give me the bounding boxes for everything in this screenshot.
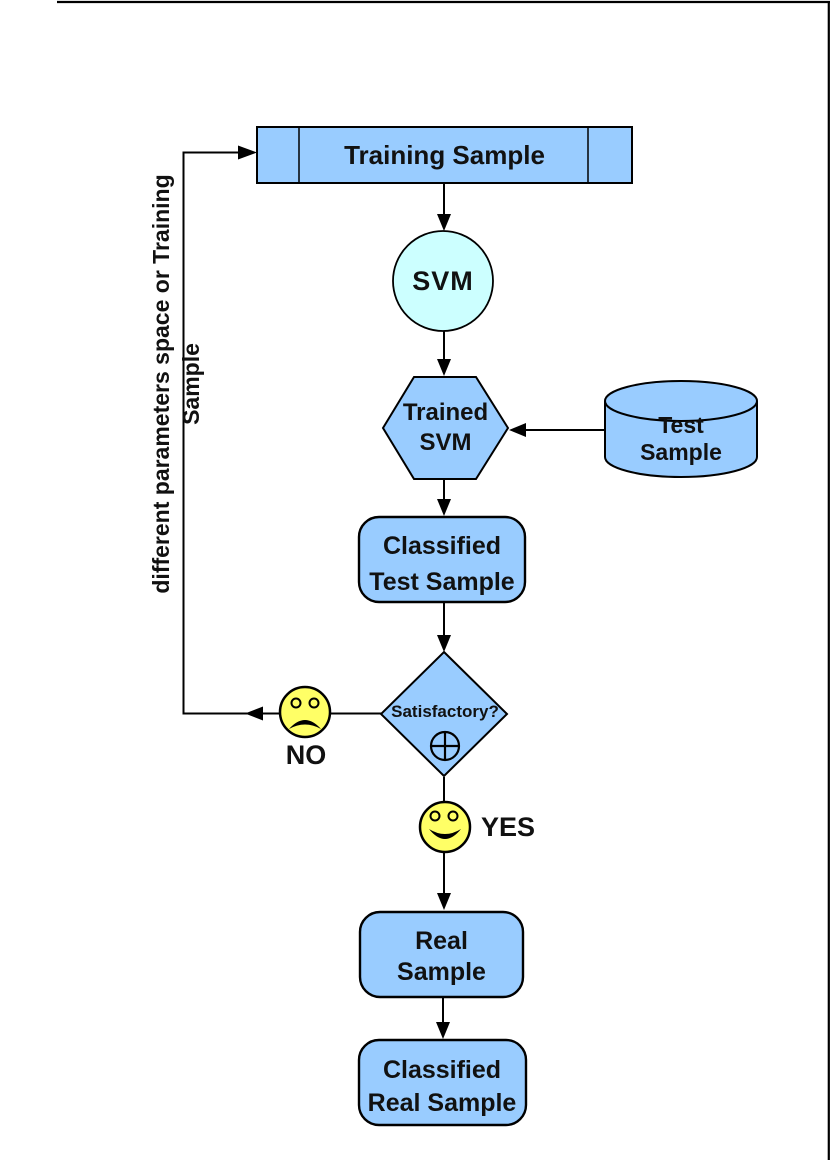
circled-plus-icon: [429, 730, 461, 762]
test-sample-label: Test Sample: [640, 412, 722, 465]
arrowhead-no-direction: [245, 706, 263, 721]
svm-node: [392, 230, 494, 332]
real-sample-label: Real Sample: [397, 927, 486, 986]
decision-label: Satisfactory?: [391, 702, 499, 721]
classified-test-sample-node: [357, 515, 527, 604]
test-sample-cylinder-body: [604, 401, 758, 478]
classified-test-sample-label: Classified Test Sample: [369, 532, 515, 596]
arrowhead-into-classified-test: [437, 499, 451, 516]
real-sample-node: [358, 910, 525, 999]
test-sample-cylinder-top: [604, 380, 758, 422]
feedback-loop-label: different parameters space or Training S…: [148, 174, 204, 594]
classified-real-sample-node: [357, 1038, 528, 1127]
decision-node: [379, 650, 509, 778]
arrowhead-into-decision: [437, 635, 451, 652]
trained-svm-node: [381, 376, 510, 480]
classified-real-sample-label: Classified Real Sample: [367, 1056, 517, 1117]
arrowhead-into-classified-real: [436, 1022, 450, 1039]
svm-label: SVM: [412, 266, 474, 296]
arrowhead-into-training-sample: [238, 145, 257, 160]
training-sample-label: Training Sample: [344, 140, 545, 170]
feedback-loop-line: [182, 151, 262, 715]
sad-face-icon: [278, 685, 332, 739]
arrowhead-into-trained-svm: [437, 359, 451, 376]
training-sample-node: [256, 126, 633, 184]
arrowhead-into-svm: [437, 214, 451, 231]
no-label: NO: [285, 740, 327, 770]
happy-face-icon: [418, 800, 472, 854]
trained-svm-label: Trained SVM: [402, 399, 489, 456]
arrowhead-into-real-sample: [437, 893, 451, 910]
yes-label: YES: [481, 812, 536, 842]
arrowhead-into-trained-svm-right: [509, 423, 526, 437]
